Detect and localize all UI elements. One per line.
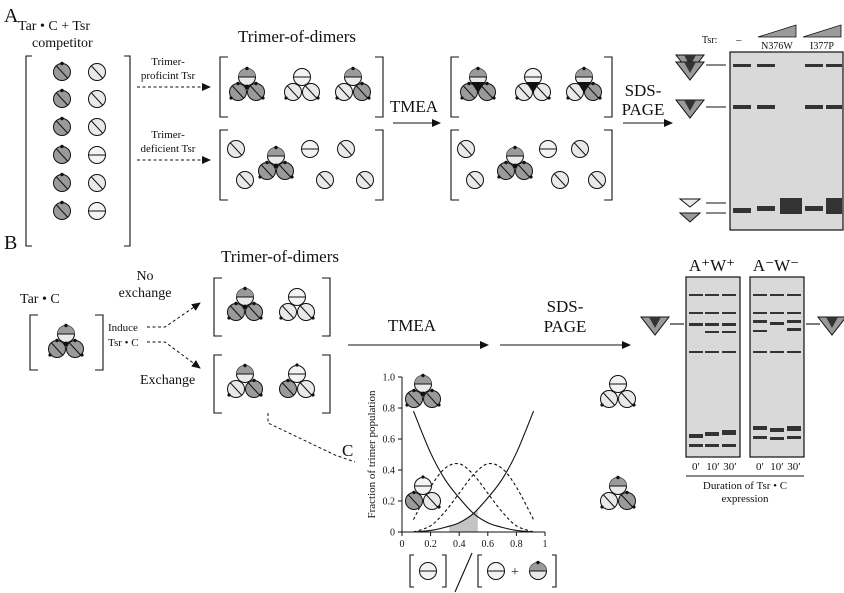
y-tick-label: 0.2 — [383, 497, 396, 508]
panel-a-tmea-label: TMEA — [390, 97, 439, 116]
proficient-trimers-box — [219, 56, 384, 118]
x-tick-label: 0.4 — [453, 539, 466, 550]
caption-line1: Duration of Tsr • C — [703, 480, 787, 492]
tar-dimer-column — [53, 61, 71, 220]
crosslinked-deficient-box — [450, 129, 613, 201]
panel-b-trimer-heading: Trimer-of-dimers — [221, 247, 339, 266]
y-tick-label: 0.4 — [383, 466, 396, 477]
x-tick-label: 1 — [543, 539, 548, 550]
panel-a-trimer-heading: Trimer-of-dimers — [238, 27, 356, 46]
exchange-box — [213, 354, 331, 414]
no-exchange-line1: No — [136, 269, 153, 284]
x-axis-ratio-label: + — [409, 552, 557, 593]
gel-a-tsr-label: Tsr: — [702, 35, 717, 46]
gel-b1-lane-0: 0′ — [692, 461, 700, 473]
deficient-label-line1: Trimer- — [151, 129, 185, 141]
gel-b1 — [685, 276, 741, 458]
y-tick-label: 0.6 — [383, 435, 396, 446]
gel-b1-lane-10: 10′ — [706, 461, 719, 473]
gel-a-lane-i377p: I377P — [810, 41, 834, 52]
panel-b-start-bracket — [29, 314, 104, 371]
gel-a-dash: – — [735, 34, 742, 46]
x-tick-label: 0.2 — [424, 539, 437, 550]
gel-a-lane-n376w: N376W — [761, 41, 793, 52]
start-label-line2: competitor — [32, 36, 93, 51]
panel-a-sds-line1: SDS- — [625, 81, 662, 100]
x-tick-label: 0 — [400, 539, 405, 550]
gel-a-ramp-1 — [757, 24, 797, 38]
series-line-3 — [413, 462, 535, 533]
gel-b2-title: A⁻W⁻ — [753, 256, 799, 275]
panel-b-sds-line1: SDS- — [547, 297, 584, 316]
exchange-label: Exchange — [140, 373, 195, 388]
gel-b2-lane-30: 30′ — [787, 461, 800, 473]
tsr-dimer-column — [88, 63, 106, 220]
panel-a-letter: A — [4, 5, 19, 27]
no-exchange-line2: exchange — [119, 286, 172, 301]
y-axis-label: Fraction of trimer population — [366, 390, 378, 518]
deficient-dimers-box — [219, 129, 384, 201]
gel-b1-lane-30: 30′ — [723, 461, 736, 473]
gel-b2-lane-0: 0′ — [756, 461, 764, 473]
panel-a-sds-line2: PAGE — [622, 100, 665, 119]
gel-a-monomer-icons — [678, 198, 726, 223]
no-exchange-arrow — [147, 302, 201, 328]
gel-a-ramp-2 — [802, 24, 842, 38]
c-leader-line — [267, 413, 356, 463]
y-tick-label: 0.8 — [383, 404, 396, 415]
x-tick-label: 0.8 — [510, 539, 523, 550]
proficient-label-line1: Trimer- — [151, 56, 185, 68]
gel-b1-title: A⁺W⁺ — [689, 256, 735, 275]
y-tick-label: 1.0 — [383, 373, 396, 384]
gel-b2-lane-10: 10′ — [770, 461, 783, 473]
gel-b-right-dimer-icon — [806, 316, 844, 336]
deficient-label-line2: deficient Tsr — [141, 143, 196, 155]
start-label-line1: Tar • C + Tsr — [18, 19, 90, 34]
no-exchange-box — [213, 277, 331, 337]
svg-text:+: + — [511, 565, 519, 580]
panel-b-start-label: Tar • C — [20, 292, 60, 307]
gel-a-trimer-icon — [675, 54, 726, 81]
chart-icon-all-tar — [405, 374, 440, 408]
y-tick-label: 0 — [390, 528, 395, 539]
induce-label-line1: Induce — [108, 322, 138, 334]
c-label: C — [342, 441, 353, 460]
panel-b-letter: B — [4, 232, 17, 254]
exchange-arrow — [147, 341, 201, 369]
x-tick-label: 0.6 — [482, 539, 495, 550]
gel-b1-bands — [689, 294, 736, 447]
panel-b-tmea-label: TMEA — [388, 316, 437, 335]
induce-label-line2: Tsr • C — [108, 337, 139, 349]
gel-a-dimer-icon — [675, 99, 726, 119]
proficient-label-line2: proficint Tsr — [141, 70, 196, 82]
panel-b-sds-line2: PAGE — [544, 317, 587, 336]
gel-a-bands — [733, 64, 842, 214]
series-line-4 — [413, 410, 535, 533]
crosslinked-proficient-box — [450, 56, 613, 118]
gel-b2-bands — [753, 294, 801, 440]
caption-line2: expression — [721, 493, 769, 505]
chart-icon-all-tsr — [600, 376, 635, 408]
gel-b-left-dimer-icon — [640, 316, 684, 336]
start-bracket — [25, 55, 131, 247]
chart-icon-two-tsr — [600, 476, 635, 510]
